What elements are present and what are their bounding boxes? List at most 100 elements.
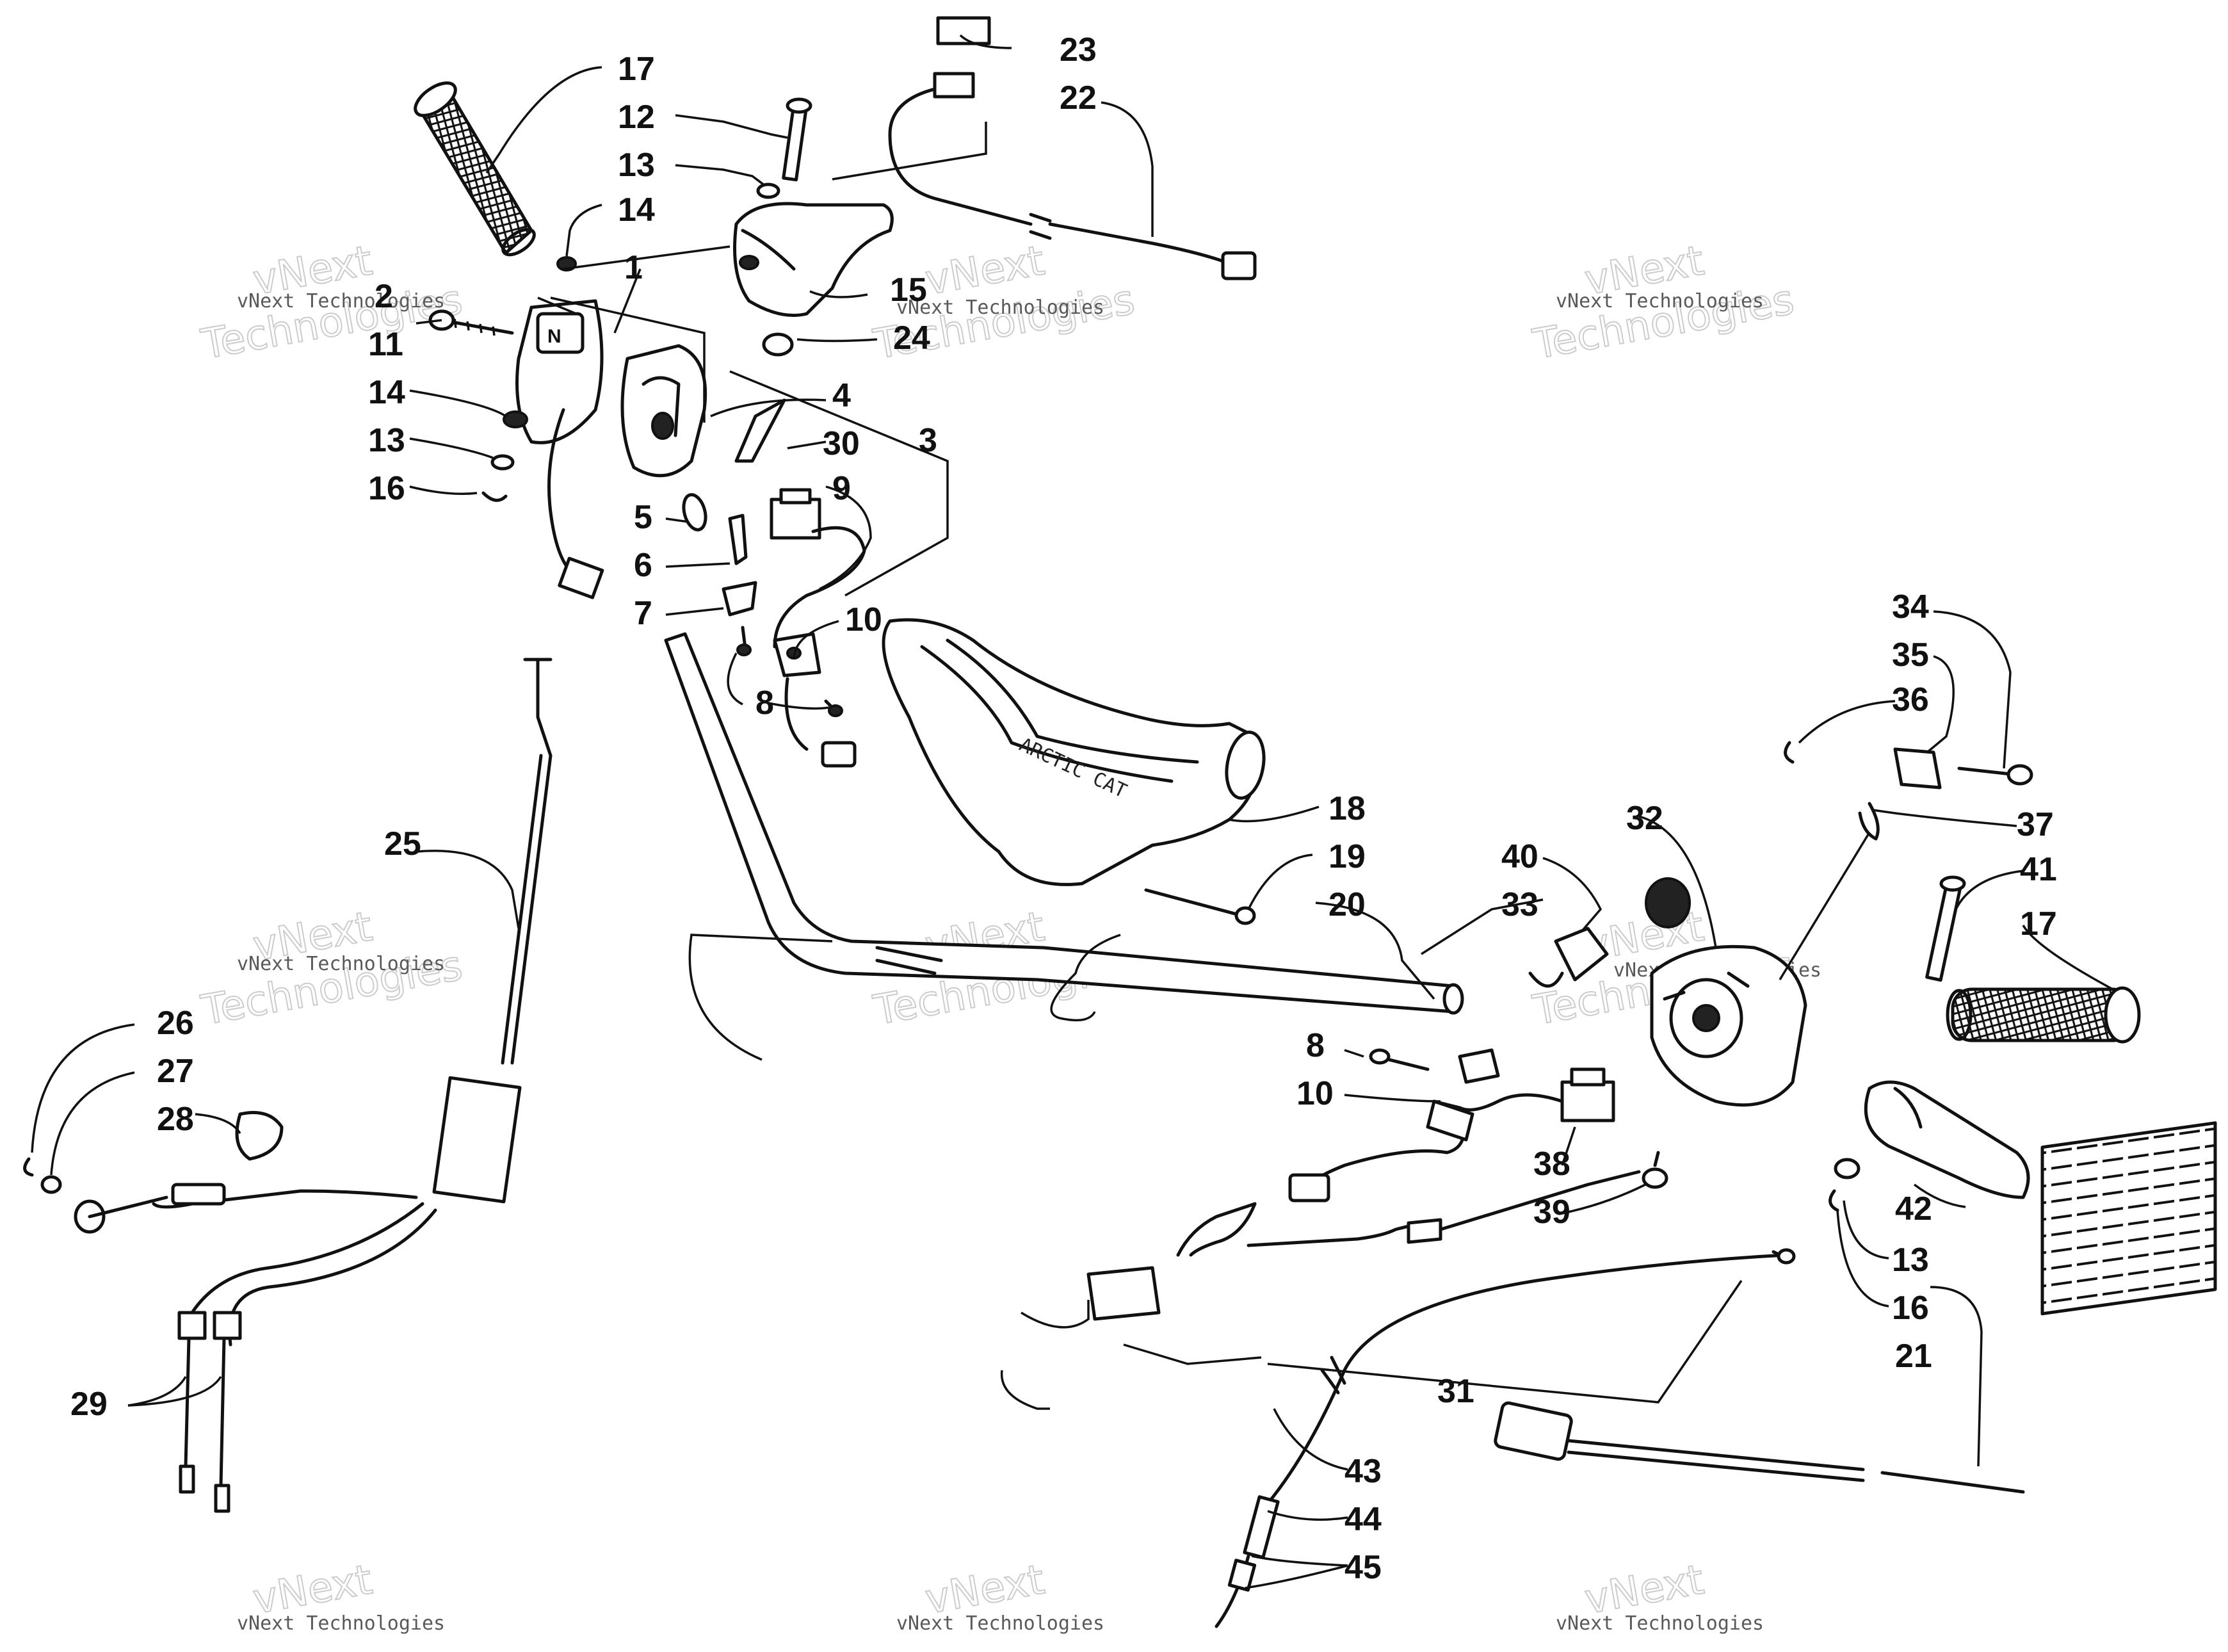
callout-33: 33 [1501, 886, 1538, 923]
callout-5: 5 [634, 499, 652, 536]
callout-22: 22 [1060, 79, 1097, 117]
pin-41 [1925, 875, 1966, 982]
callout-35: 35 [1892, 636, 1929, 674]
callout-39: 39 [1533, 1194, 1570, 1231]
bracket-7 [722, 581, 757, 617]
throttle-cable-25 [74, 658, 553, 1513]
washer-13-top [756, 182, 780, 199]
callout-13-lower: 13 [368, 422, 405, 459]
throttle-housing-3 [620, 344, 707, 478]
callout-4: 4 [832, 377, 851, 414]
callout-16-right: 16 [1892, 1290, 1929, 1327]
wire-10-right [1288, 1099, 1474, 1203]
callout-12: 12 [618, 99, 655, 136]
watermark-text: vNext Technologies [896, 1612, 1104, 1635]
clip-36 [1784, 741, 1795, 764]
callout-31: 31 [1437, 1373, 1474, 1410]
screw-19 [1144, 888, 1256, 925]
callout-6: 6 [634, 547, 652, 584]
callout-2: 2 [375, 278, 393, 315]
harness-31 [1086, 1170, 1641, 1321]
callout-27: 27 [157, 1053, 194, 1090]
knob-40 [1645, 877, 1691, 928]
clamp-28 [235, 1111, 284, 1161]
watermark-text: vNext Technologies [1556, 290, 1764, 312]
clip-16 [481, 491, 508, 502]
callout-11: 11 [368, 326, 403, 363]
watermark-text: vNext Technologies [237, 953, 445, 975]
callout-34: 34 [1892, 588, 1929, 626]
callout-42: 42 [1895, 1190, 1932, 1227]
washer-13-lower [490, 454, 515, 471]
callout-16-left: 16 [368, 470, 405, 507]
throttle-lever-42 [1864, 1080, 2030, 1199]
watermark-tile: vNext vNext Technologies [896, 1555, 1104, 1635]
callout-29: 29 [70, 1386, 108, 1423]
callout-13-top: 13 [618, 147, 655, 184]
leader-37-line [1779, 832, 1871, 980]
watermark-text: vNext Technologies [896, 296, 1104, 319]
callout-26: 26 [157, 1005, 194, 1042]
brake-lever-15 [733, 202, 894, 317]
screw-11 [428, 309, 514, 336]
watermark-tile: vNext Technologies vNext Technologies [197, 236, 467, 369]
left-switch-harness [547, 408, 604, 599]
callout-36: 36 [1892, 681, 1929, 718]
svg-text:N: N [547, 326, 561, 347]
callout-23: 23 [1060, 31, 1097, 69]
callout-25: 25 [384, 825, 421, 862]
left-grip [414, 81, 536, 257]
callout-28: 28 [157, 1101, 194, 1138]
callout-19: 19 [1328, 838, 1366, 875]
callout-45: 45 [1344, 1549, 1382, 1586]
callout-40: 40 [1501, 838, 1538, 875]
callout-14-top: 14 [618, 191, 655, 229]
callout-24: 24 [893, 320, 930, 357]
callout-38: 38 [1533, 1146, 1570, 1183]
watermark-tile: vNext vNext Technologies [1556, 1555, 1764, 1635]
screw-8-right [1369, 1048, 1430, 1071]
callout-43: 43 [1344, 1453, 1382, 1490]
handlebar-20 [664, 632, 1464, 1015]
callout-14-lower: 14 [368, 374, 405, 411]
watermark-tile: vNext Technologies vNext Technologies [1529, 236, 1798, 369]
callout-21: 21 [1895, 1338, 1932, 1375]
screw-8-head-a [736, 644, 752, 656]
pivot-35 [1893, 747, 1942, 790]
callout-30: 30 [823, 425, 860, 462]
callout-15: 15 [890, 271, 927, 309]
callout-10-left: 10 [845, 601, 882, 638]
watermark-text: vNext Technologies [237, 290, 445, 312]
bolt-12 [782, 97, 812, 182]
pin-6 [728, 514, 748, 565]
washer-13-right [1834, 1158, 1861, 1179]
bolt-34 [1957, 764, 2033, 786]
screw-8-head-b [828, 704, 843, 717]
kill-switch-9 [770, 488, 866, 649]
spring-5 [682, 493, 707, 531]
callout-32: 32 [1626, 800, 1663, 837]
washer-27 [40, 1175, 62, 1194]
callout-17-left: 17 [618, 51, 655, 88]
clip-30 [734, 398, 786, 463]
clip-24 [762, 332, 794, 357]
watermark-tile: vNext Technologies vNext Technologies [197, 902, 467, 1035]
nut-14-lower [503, 410, 528, 428]
brake-housing-32 [1650, 944, 1807, 1107]
callout-8-right: 8 [1306, 1027, 1325, 1064]
heater-wire-22 [888, 72, 1257, 280]
screw-39 [1642, 1151, 1668, 1189]
right-grip [1946, 986, 2141, 1044]
callout-9: 9 [832, 470, 851, 507]
spring-37 [1858, 802, 1880, 841]
callout-8-left: 8 [755, 684, 774, 722]
watermark-tile: vNext vNext Technologies [237, 1555, 445, 1635]
clip-16-right [1828, 1189, 1839, 1212]
switch-33 [1528, 927, 1609, 988]
callout-20: 20 [1328, 886, 1366, 923]
callout-13-right: 13 [1892, 1242, 1929, 1279]
callout-44: 44 [1344, 1501, 1382, 1538]
watermark-text: vNext Technologies [1556, 1612, 1764, 1635]
leader-lines [31, 34, 2113, 1589]
